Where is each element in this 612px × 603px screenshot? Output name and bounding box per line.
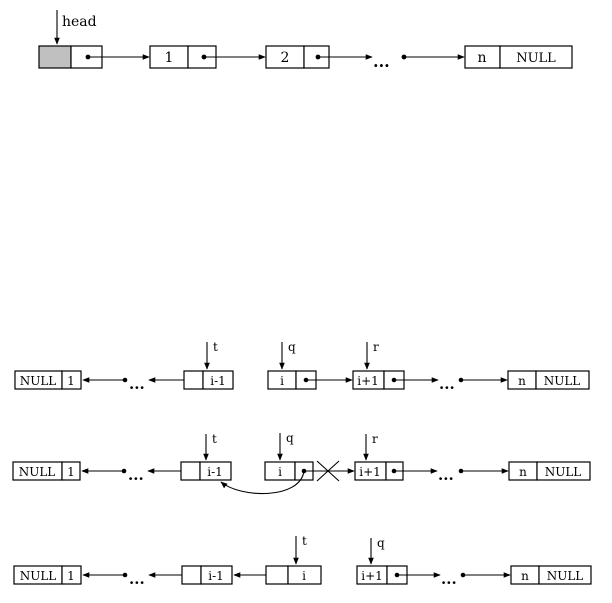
row2-ptr-t-label: t <box>212 432 217 446</box>
row2-null-label: NULL <box>19 465 56 479</box>
row1-node-im1-label: i-1 <box>210 374 226 388</box>
row3-node-im1-data <box>200 565 233 585</box>
row2-relink-curve <box>220 470 305 495</box>
row1-node-n-next <box>535 370 590 390</box>
row2-node-im1-prev <box>180 461 201 481</box>
row1-ptr-t-label: t <box>213 340 218 354</box>
row3-node-im1-label: i-1 <box>208 569 224 583</box>
row3-node-i-data <box>287 565 322 585</box>
row3-node-n-null-label: NULL <box>547 569 584 583</box>
top-node-1-label: 1 <box>165 50 174 66</box>
row1-node-i-label: i <box>280 374 284 388</box>
row1-node-ip1-label: i+1 <box>357 374 379 388</box>
row1-ptr-q-label: q <box>288 340 296 354</box>
row2-node-ip1-label: i+1 <box>359 465 381 479</box>
row2-node-n-label: n <box>519 465 527 479</box>
row2-ptr-r-label: r <box>372 432 378 446</box>
row3-node-1-label: 1 <box>67 569 75 583</box>
row2-node-n-null-label: NULL <box>545 465 582 479</box>
row3-node-i-prev <box>265 565 289 585</box>
row3-node-i-label: i <box>302 569 306 583</box>
row2-cross-mark-b <box>316 460 340 482</box>
row3-node-n-next <box>538 565 592 585</box>
row1-node-n-label: n <box>518 374 526 388</box>
row2-ellipsis-right: ... <box>438 466 454 484</box>
row2-node-n-next <box>536 461 591 481</box>
row3-ellipsis-right: ... <box>441 570 457 588</box>
row2-node-im1-label: i-1 <box>207 465 223 479</box>
top-ellipsis: ... <box>373 52 390 71</box>
row2-node-i-label: i <box>278 465 282 479</box>
row1-node-1-label: 1 <box>67 374 75 388</box>
row3-ptr-t-label: t <box>302 534 307 548</box>
row3-ellipsis-left: ... <box>129 570 145 588</box>
row2-node-1-label: 1 <box>67 465 75 479</box>
row1-list: NULL 1 ... i-1 t i q i+1 r ... <box>14 340 590 393</box>
row2-list: NULL 1 ... i-1 t i q i+1 r ... <box>12 431 591 495</box>
row2-node-im1-data <box>199 461 232 481</box>
row3-null-label: NULL <box>20 569 57 583</box>
row1-node-im1-prev <box>183 370 204 390</box>
row3-node-n-label: n <box>521 569 529 583</box>
head-node-data <box>38 45 72 69</box>
top-node-n-next <box>499 45 573 69</box>
row3-node-1-cell <box>61 565 82 585</box>
row3-list: NULL 1 ... i-1 i t i+1 q ... n NULL <box>13 534 592 588</box>
row2-node-1-cell <box>61 461 81 481</box>
top-node-n-label: n <box>477 50 486 66</box>
row2-ellipsis-left: ... <box>128 466 144 484</box>
row3-ptr-q-label: q <box>377 536 385 550</box>
top-node-n-null-label: NULL <box>516 51 556 66</box>
row1-ptr-r-label: r <box>373 340 379 354</box>
row1-node-1-cell <box>61 370 82 390</box>
row1-ellipsis-right: ... <box>439 375 455 393</box>
top-node-2-label: 2 <box>281 50 290 66</box>
row3-node-im1-prev <box>181 565 202 585</box>
top-list: head 1 2 ... n NULL <box>38 10 573 71</box>
head-label: head <box>62 14 97 30</box>
row2-ptr-q-label: q <box>286 431 294 445</box>
row1-null-label: NULL <box>20 374 57 388</box>
row1-node-im1-data <box>202 370 234 390</box>
row1-node-n-null-label: NULL <box>544 374 581 388</box>
row1-ellipsis-left: ... <box>129 375 145 393</box>
row3-node-ip1-label: i+1 <box>361 569 383 583</box>
